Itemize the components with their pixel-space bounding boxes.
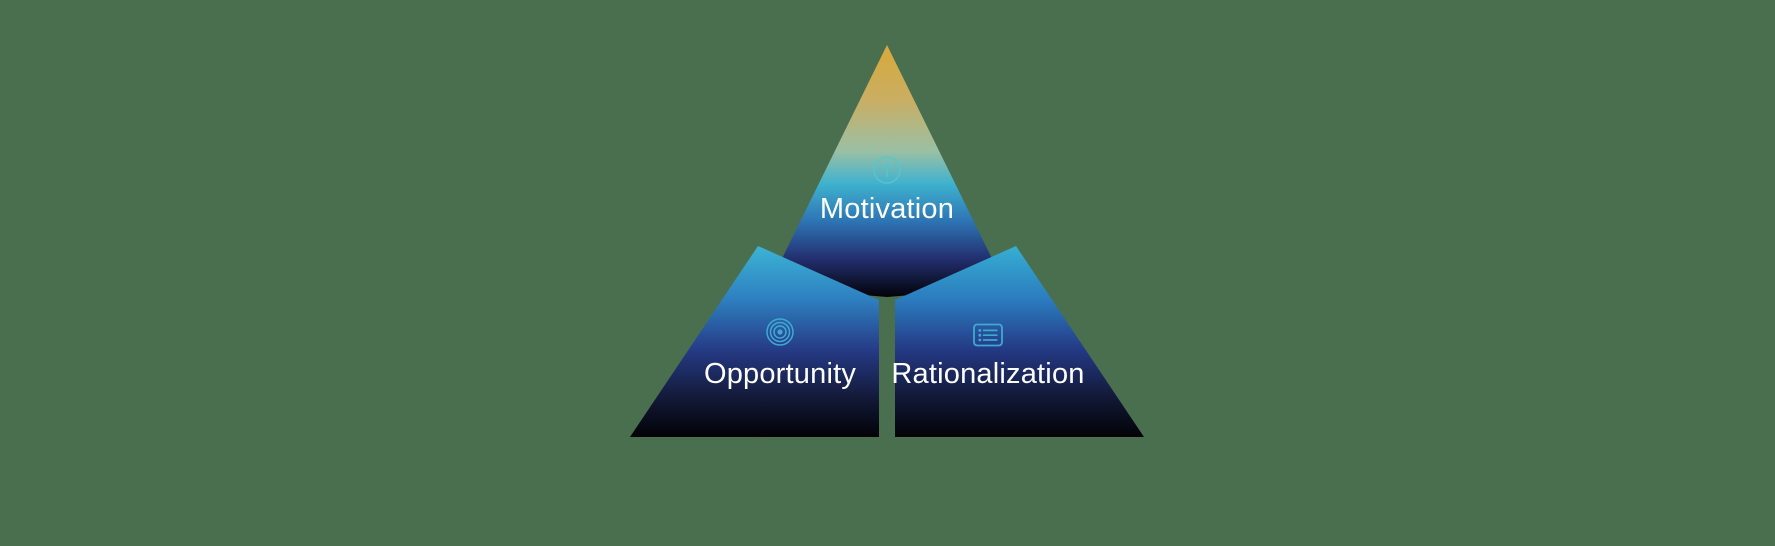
motivation-label: Motivation [820, 193, 954, 225]
segment-opportunity[interactable]: Opportunity [630, 246, 879, 437]
opportunity-shape[interactable] [630, 246, 879, 437]
opportunity-label: Opportunity [704, 358, 856, 390]
list-box-icon [973, 323, 1003, 347]
arrow-up-circle-icon [873, 156, 901, 184]
rationalization-label: Rationalization [891, 358, 1084, 390]
segment-rationalization[interactable]: Rationalization [891, 246, 1144, 437]
segment-motivation[interactable]: Motivation [768, 45, 1006, 297]
target-bullseye-icon [766, 318, 794, 346]
rationalization-shape[interactable] [895, 246, 1144, 437]
